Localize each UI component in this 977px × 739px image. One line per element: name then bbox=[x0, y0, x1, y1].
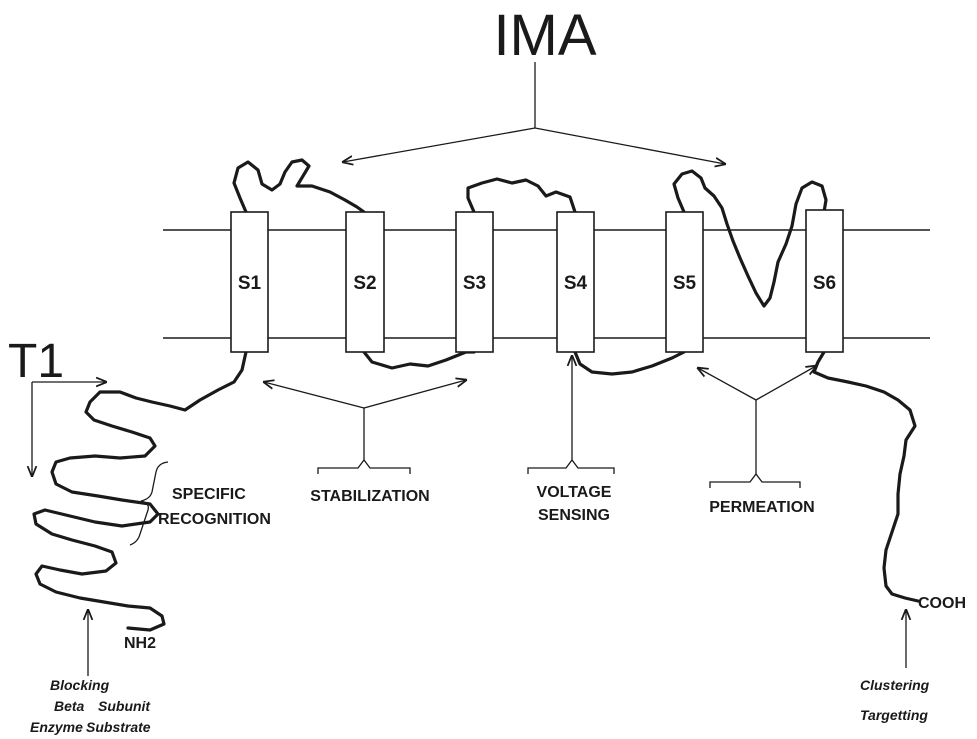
segment-s6-label: S6 bbox=[813, 273, 836, 294]
segment-s6: S6 bbox=[806, 210, 843, 352]
loop-s4-s5 bbox=[575, 352, 684, 374]
cooh-label: COOH bbox=[918, 595, 966, 612]
stabilization-label: STABILIZATION bbox=[310, 488, 429, 505]
nh2-label: NH2 bbox=[124, 635, 156, 652]
recognition-label: RECOGNITION bbox=[158, 511, 271, 528]
segment-s4-label: S4 bbox=[564, 273, 588, 294]
ima-arrow-right bbox=[535, 128, 725, 164]
subunit-label: Subunit bbox=[98, 698, 151, 714]
stabilization-arrow-right bbox=[364, 380, 466, 408]
segment-s1: S1 bbox=[231, 212, 268, 352]
segment-s4: S4 bbox=[557, 212, 594, 352]
permeation-arrow-left bbox=[698, 368, 756, 400]
ima-title: IMA bbox=[493, 3, 596, 68]
loop-s3-s4 bbox=[468, 179, 575, 212]
segment-s2: S2 bbox=[346, 212, 384, 352]
permeation-label: PERMEATION bbox=[709, 499, 814, 516]
substrate-label: Substrate bbox=[86, 719, 151, 735]
segment-s2-label: S2 bbox=[353, 273, 376, 294]
sensing-label: SENSING bbox=[538, 507, 610, 524]
t1-label: T1 bbox=[8, 335, 64, 388]
enzyme-label: Enzyme bbox=[30, 719, 83, 735]
voltage-label: VOLTAGE bbox=[537, 484, 612, 501]
segment-s3-label: S3 bbox=[463, 273, 486, 294]
specific-label: SPECIFIC bbox=[172, 486, 246, 503]
loop-s2-s3 bbox=[364, 352, 474, 368]
segment-s3: S3 bbox=[456, 212, 493, 352]
ima-pointer bbox=[343, 62, 725, 164]
stabilization-arrow-left bbox=[264, 382, 364, 408]
targetting-label: Targetting bbox=[860, 707, 928, 723]
clustering-label: Clustering bbox=[860, 677, 930, 693]
segment-s1-label: S1 bbox=[238, 273, 262, 294]
ima-arrow-left bbox=[343, 128, 535, 162]
blocking-label: Blocking bbox=[50, 677, 110, 693]
beta-label: Beta bbox=[54, 698, 85, 714]
permeation-arrow-right bbox=[756, 366, 816, 400]
segment-s5: S5 bbox=[666, 212, 703, 352]
c-terminal-tail bbox=[814, 352, 918, 601]
segment-s5-label: S5 bbox=[673, 273, 697, 294]
stabilization-pointer bbox=[264, 380, 466, 474]
permeation-pointer bbox=[698, 366, 816, 488]
loop-s1-s2 bbox=[234, 160, 364, 212]
